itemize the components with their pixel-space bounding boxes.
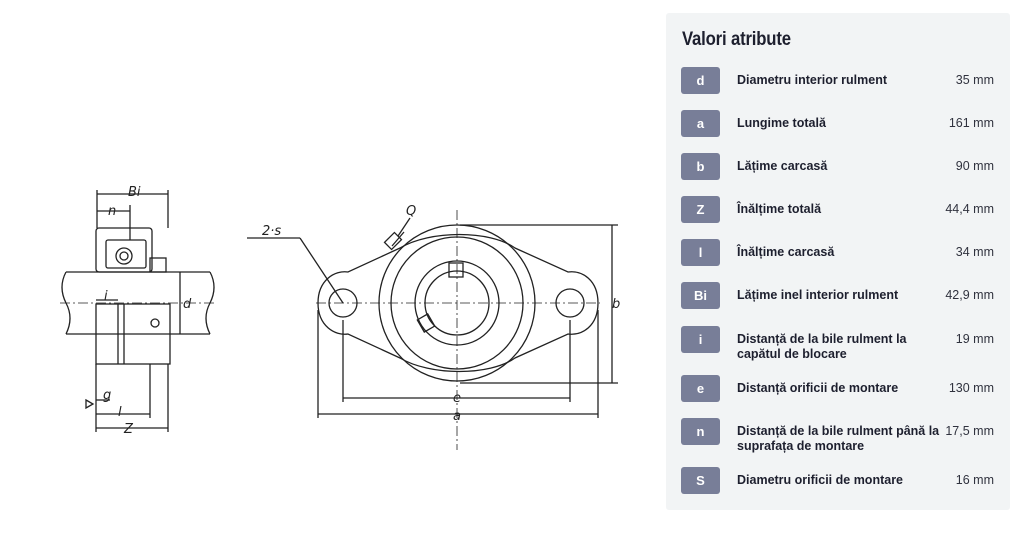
bearing-drawing-svg: Bi n i d g l Z 2·s Q e a b (60, 185, 620, 450)
attribute-label: Lungime totală (737, 116, 826, 130)
attribute-value: 161 mm (948, 116, 994, 130)
attribute-label: Diametru interior rulment (737, 73, 888, 87)
label-Bi: Bi (128, 185, 141, 200)
attribute-badge: e (681, 375, 720, 402)
attribute-value: 17,5 mm (945, 424, 994, 438)
attribute-value: 16 mm (955, 473, 994, 487)
attribute-value: 19 mm (955, 332, 994, 346)
attribute-value: 34 mm (955, 245, 994, 259)
label-i: i (104, 289, 108, 304)
attribute-badge: n (681, 418, 720, 445)
attribute-label: Înălțime carcasă (737, 245, 835, 259)
label-g: g (103, 388, 111, 403)
label-2s: 2·s (262, 224, 281, 239)
attribute-list: d Diametru interior rulment 35 mm a Lungime … (666, 13, 1010, 510)
attribute-badge: a (681, 110, 720, 137)
attribute-value: 44,4 mm (945, 202, 994, 216)
label-b: b (612, 297, 620, 312)
attribute-badge: i (681, 326, 720, 353)
label-a: a (453, 409, 461, 424)
attribute-value: 90 mm (955, 159, 994, 173)
attribute-label: Distanță de la bile rulment la capătul d… (737, 332, 907, 361)
label-l: l (118, 405, 122, 420)
attribute-badge: l (681, 239, 720, 266)
attribute-value: 130 mm (948, 381, 994, 395)
attribute-badge: b (681, 153, 720, 180)
attribute-label: Lățime inel interior rulment (737, 288, 899, 302)
attribute-label: Înălțime totală (737, 202, 822, 216)
label-d: d (183, 297, 192, 312)
label-e: e (453, 391, 461, 406)
attribute-value: 42,9 mm (945, 288, 994, 302)
panel-title: Valori atribute (682, 29, 791, 50)
attribute-values-panel: Valori atribute d Diametru interior rulme… (666, 13, 1010, 510)
label-Q: Q (406, 204, 416, 219)
attribute-label: Lățime carcasă (737, 159, 828, 173)
attribute-badge: Bi (681, 282, 720, 309)
attribute-badge: S (681, 467, 720, 494)
attribute-badge: Z (681, 196, 720, 223)
attribute-value: 35 mm (955, 73, 994, 87)
attribute-badge: d (681, 67, 720, 94)
technical-drawing: Bi n i d g l Z 2·s Q e a b (60, 185, 620, 450)
label-Z: Z (123, 422, 134, 437)
attribute-label: Diametru orificii de montare (737, 473, 904, 487)
attribute-label: Distanță orificii de montare (737, 381, 899, 395)
attribute-label: Distanță de la bile rulment până la supr… (737, 424, 940, 453)
label-n: n (108, 204, 116, 219)
